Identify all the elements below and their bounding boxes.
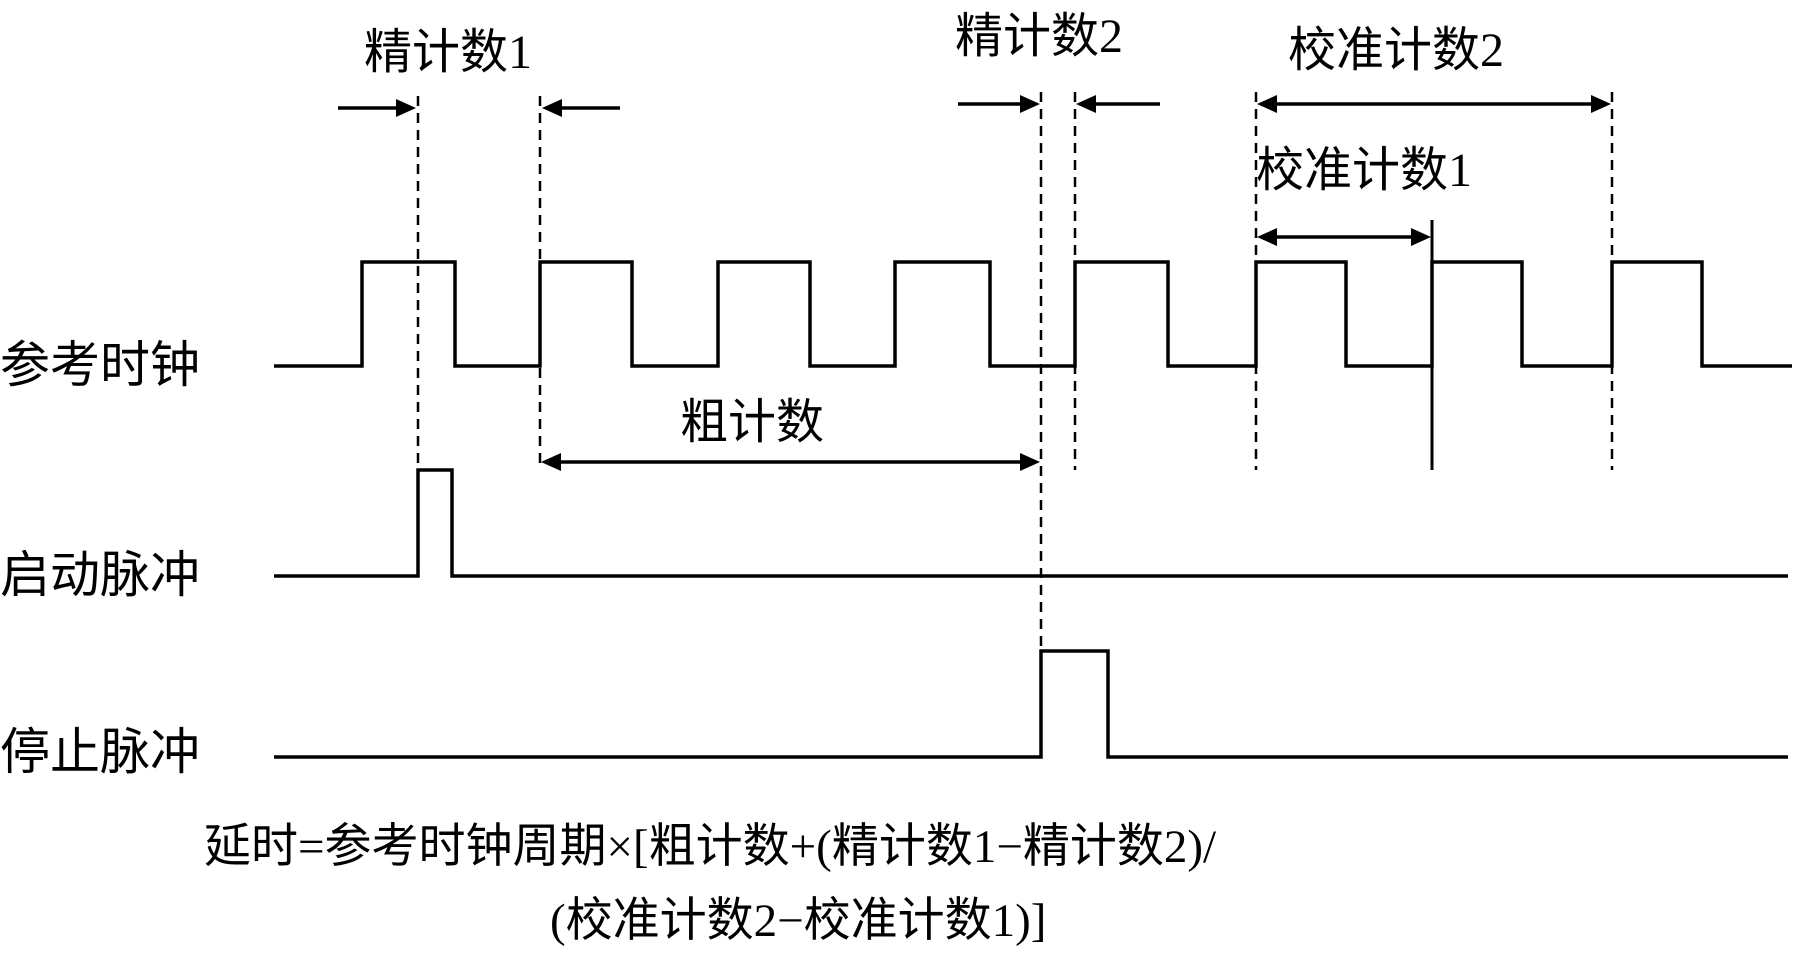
formula-line-2: (校准计数2−校准计数1)] — [550, 895, 1046, 947]
coarse-count-label: 粗计数 — [680, 396, 824, 449]
calib-count-1-arrow — [1257, 228, 1431, 246]
start-pulse-waveform — [274, 468, 1788, 578]
fine-count-1-label: 精计数1 — [364, 26, 532, 79]
fine-count-2-label: 精计数2 — [955, 10, 1123, 63]
formula-line-1: 延时=参考时钟周期×[粗计数+(精计数1−精计数2)/ — [204, 821, 1217, 873]
calib-count-2-arrow — [1257, 95, 1611, 113]
ref-clock-waveform — [274, 260, 1792, 368]
stop-pulse-waveform — [274, 649, 1788, 759]
fine-count-1-arrows — [338, 99, 620, 117]
stop-pulse-label: 停止脉冲 — [0, 724, 200, 780]
fine-count-2-arrows — [958, 95, 1160, 113]
coarse-count-arrow — [541, 453, 1040, 471]
calib-count-2-label: 校准计数2 — [1288, 24, 1504, 77]
ref-clock-label: 参考时钟 — [0, 337, 200, 393]
calib-count-1-label: 校准计数1 — [1256, 144, 1472, 197]
start-pulse-label: 启动脉冲 — [0, 547, 200, 603]
